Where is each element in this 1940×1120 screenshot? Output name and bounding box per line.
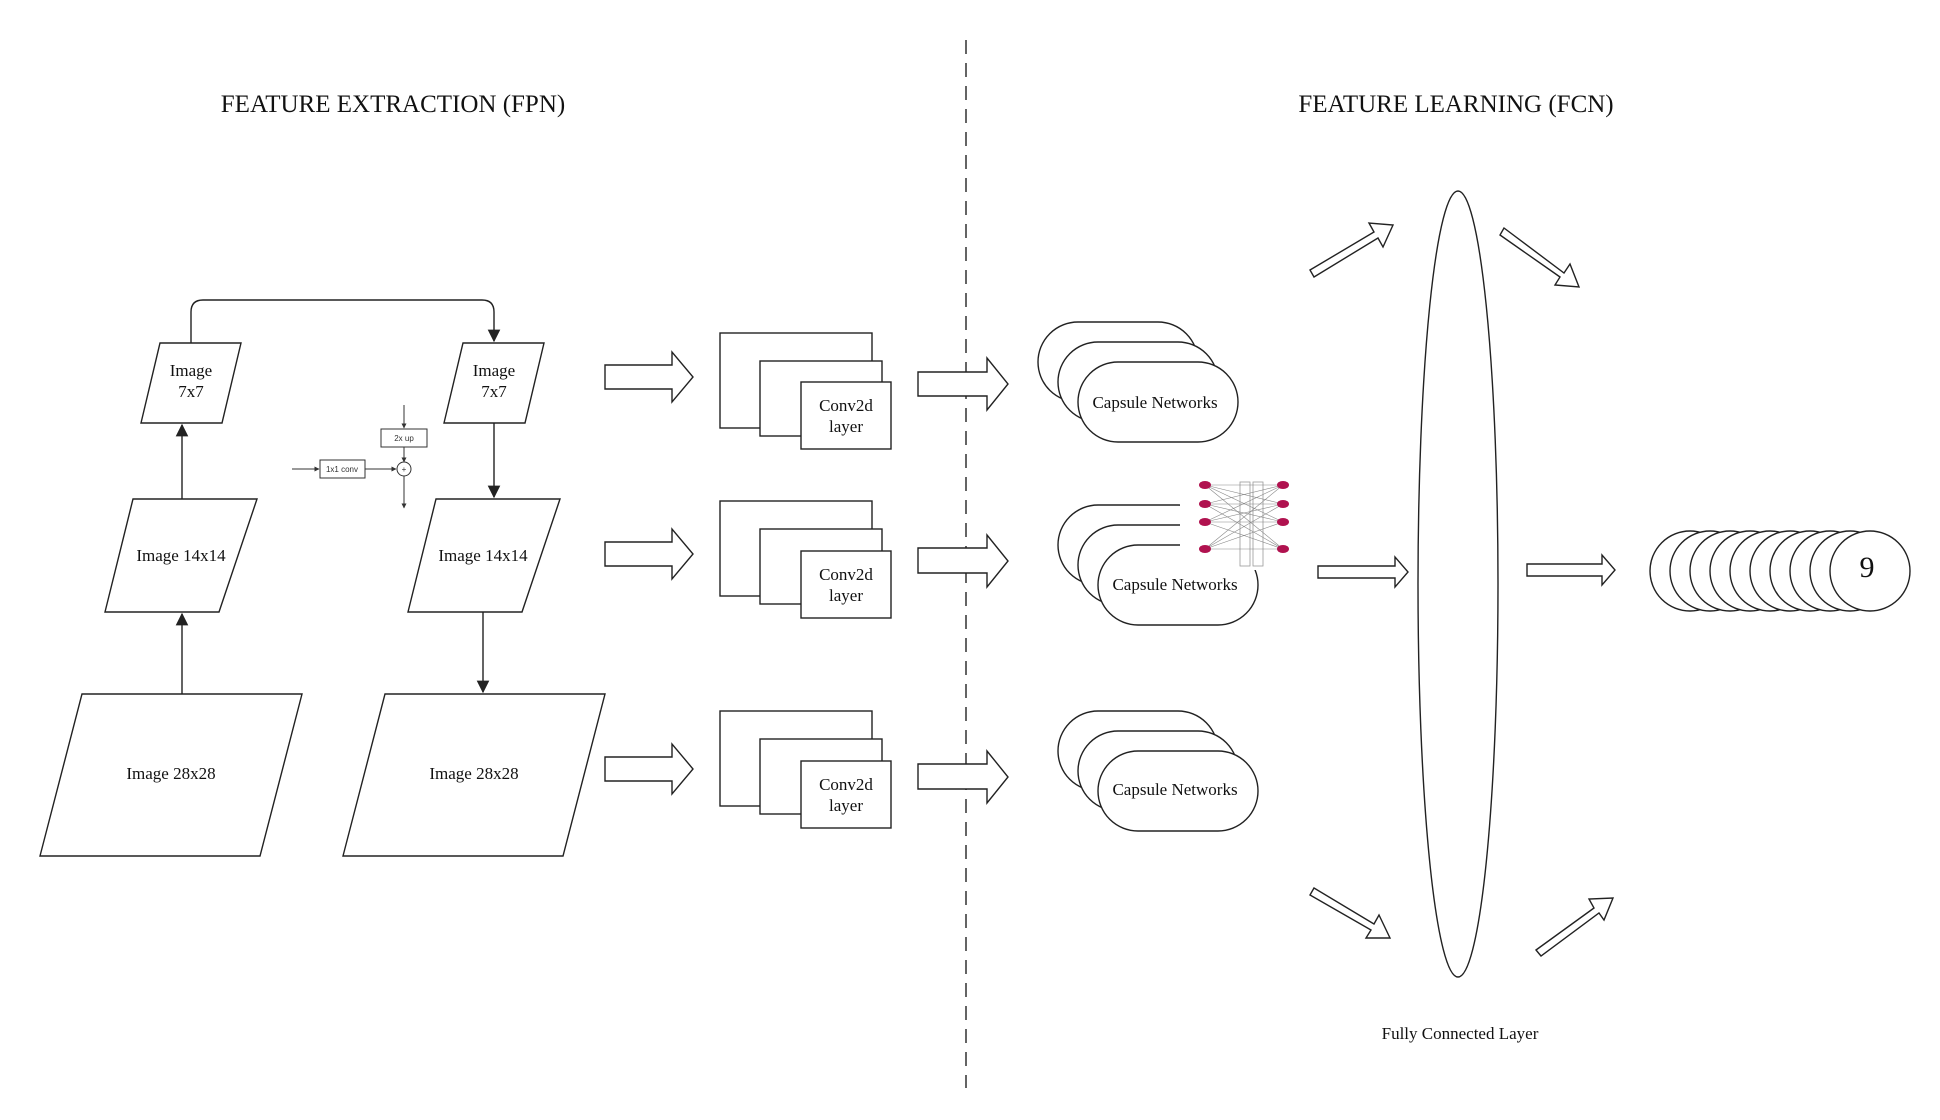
routing-edge xyxy=(1204,484,1284,523)
capsule-label-3: Capsule Networks xyxy=(1112,780,1237,799)
routing-node xyxy=(1199,481,1211,489)
diagonal-arrow-top-out xyxy=(1499,226,1581,288)
fpn-right-14x14-label: Image 14x14 xyxy=(438,546,528,565)
routing-node xyxy=(1277,500,1289,508)
fpn-left-7x7-box xyxy=(140,342,242,424)
capsule-label-2: Capsule Networks xyxy=(1112,575,1237,594)
fpn-merge-inset: 2x up + 1x1 conv xyxy=(292,405,428,509)
capsule-front-1 xyxy=(1077,361,1239,443)
upsample-label: 2x up xyxy=(394,434,414,443)
routing-node xyxy=(1277,518,1289,526)
routing-node xyxy=(1277,481,1289,489)
output-digit: 9 xyxy=(1860,551,1875,584)
block-arrow-conv-to-capsule-3 xyxy=(917,749,1009,805)
conv-label-3b: layer xyxy=(829,796,863,815)
routing-edge xyxy=(1204,503,1284,550)
capsule-label-1: Capsule Networks xyxy=(1092,393,1217,412)
conv-stack-1: Conv2d layer xyxy=(719,332,892,450)
routing-edge xyxy=(1204,521,1284,550)
routing-node xyxy=(1277,545,1289,553)
conv-label-1a: Conv2d xyxy=(819,396,873,415)
arrow-fc-to-output xyxy=(1526,553,1616,587)
block-arrow-fpn-to-conv-2 xyxy=(604,527,694,581)
output-circles xyxy=(1649,530,1911,612)
capsule-front-3 xyxy=(1097,750,1259,832)
sum-node-label: + xyxy=(402,465,407,474)
fpn-left-7x7-label-2: 7x7 xyxy=(178,382,204,401)
fpn-left-14x14-label: Image 14x14 xyxy=(136,546,226,565)
feature-extraction-title: FEATURE EXTRACTION (FPN) xyxy=(221,91,565,118)
block-arrow-conv-to-capsule-1 xyxy=(917,356,1009,412)
capsule-stack-1: Capsule Networks xyxy=(1037,321,1239,443)
routing-node xyxy=(1199,545,1211,553)
fpn-left-28x28-label: Image 28x28 xyxy=(126,764,215,783)
fpn-right-28x28-box xyxy=(342,693,606,857)
conv-label-3a: Conv2d xyxy=(819,775,873,794)
lateral-conv-label: 1x1 conv xyxy=(326,465,358,474)
capsule-stack-3: Capsule Networks xyxy=(1057,710,1259,832)
conv-label-1b: layer xyxy=(829,417,863,436)
conv-block-2 xyxy=(800,550,892,619)
routing-edge xyxy=(1204,503,1284,523)
fpn-right-7x7-label-1: Image xyxy=(473,361,515,380)
feature-learning-title: FEATURE LEARNING (FCN) xyxy=(1298,91,1613,118)
routing-node xyxy=(1199,518,1211,526)
fpn-left-28x28-box xyxy=(39,693,303,857)
routing-edge xyxy=(1204,484,1284,505)
fpn-left-7x7-label-1: Image xyxy=(170,361,212,380)
conv-label-2a: Conv2d xyxy=(819,565,873,584)
fpn-right-7x7-box xyxy=(443,342,545,424)
conv-label-2b: layer xyxy=(829,586,863,605)
fpn-right-7x7-label-2: 7x7 xyxy=(481,382,507,401)
conv-block-3 xyxy=(800,760,892,829)
arrow-capsule-to-fc xyxy=(1317,555,1409,589)
conv-block-1 xyxy=(800,381,892,450)
block-arrow-conv-to-capsule-2 xyxy=(917,533,1009,589)
fpn-left-14x14-box xyxy=(104,498,258,613)
fc-layer-label: Fully Connected Layer xyxy=(1382,1024,1539,1043)
output-circle xyxy=(1829,530,1911,612)
capsule-routing-graphic xyxy=(1180,478,1298,570)
conv-stack-2: Conv2d layer xyxy=(719,500,892,619)
diagonal-arrow-bottom-in xyxy=(1309,887,1392,939)
arrow-top-lateral-connector xyxy=(190,299,501,343)
diagonal-arrow-top-in xyxy=(1309,222,1395,278)
block-arrow-fpn-to-conv-3 xyxy=(604,742,694,796)
fpn-right-28x28-label: Image 28x28 xyxy=(429,764,518,783)
routing-node xyxy=(1199,500,1211,508)
fpn-right-14x14-box xyxy=(407,498,561,613)
block-arrow-fpn-to-conv-1 xyxy=(604,350,694,404)
fully-connected-layer xyxy=(1417,190,1499,978)
diagonal-arrow-bottom-out xyxy=(1534,897,1615,957)
routing-edge xyxy=(1204,484,1284,550)
conv-stack-3: Conv2d layer xyxy=(719,710,892,829)
